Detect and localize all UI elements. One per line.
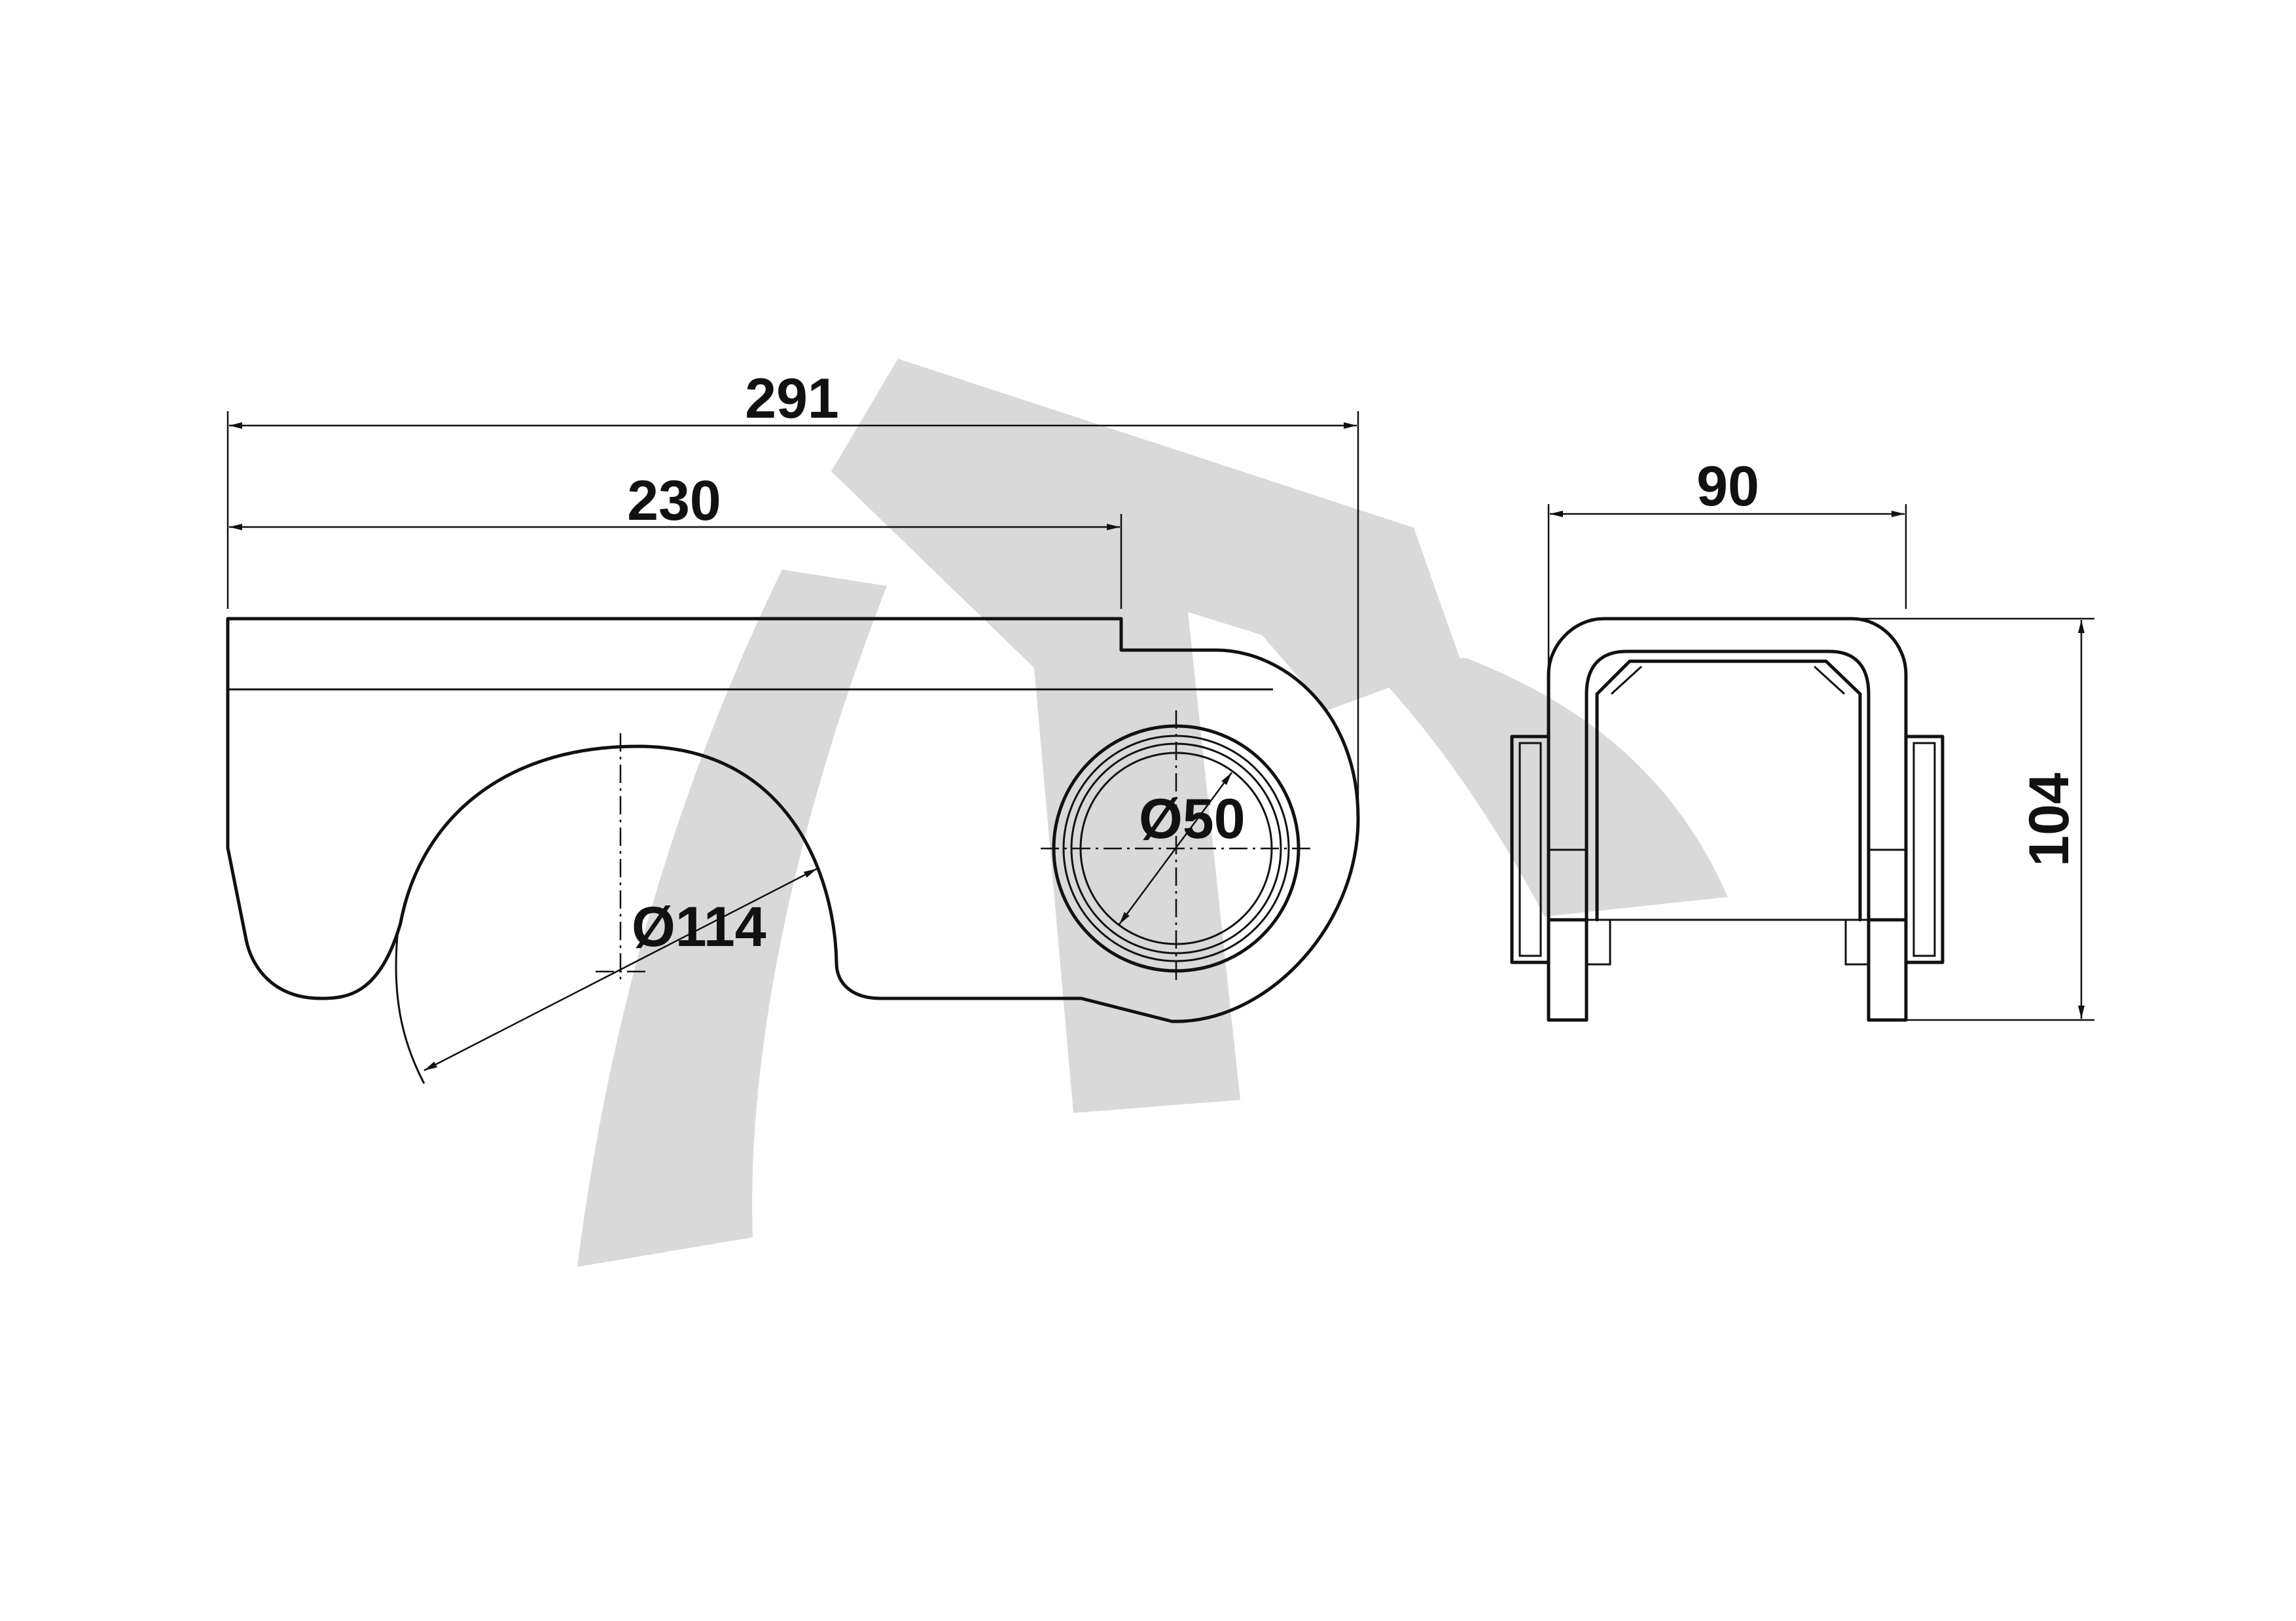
sleeve-inner-top xyxy=(1610,665,1643,695)
dim-114-label: Ø114 xyxy=(632,896,766,958)
left-bushing-inner xyxy=(1518,742,1542,957)
bracket-outline xyxy=(226,617,1360,1023)
front-dimensions: 291 230 Ø114 Ø50 xyxy=(226,367,1359,958)
right-bushing-inner xyxy=(1912,742,1936,957)
sleeve-inner-top-r xyxy=(1813,665,1846,695)
right-foot xyxy=(1867,918,1908,1022)
sleeve xyxy=(1595,659,1862,922)
side-dimensions: 90 104 xyxy=(1547,455,2094,1021)
u-inner xyxy=(1585,649,1871,1022)
large-bore-dim-line xyxy=(423,867,817,1072)
dim-104-label: 104 xyxy=(2018,773,2081,867)
left-foot xyxy=(1547,918,1588,1022)
watermark-stroke-top-bar xyxy=(831,359,1461,1113)
right-inner-foot xyxy=(1844,919,1870,966)
front-view xyxy=(226,617,1360,1084)
dim-230-label: 230 xyxy=(627,469,721,532)
small-bore-dim-line xyxy=(1118,772,1233,925)
large-bore-extension-arc xyxy=(395,929,425,1084)
dim-90-label: 90 xyxy=(1696,455,1759,518)
dim-50-label: Ø50 xyxy=(1139,788,1246,850)
side-view xyxy=(1510,617,1945,1022)
dim-291-label: 291 xyxy=(745,367,839,430)
right-bushing xyxy=(1904,735,1945,964)
u-outer xyxy=(1547,617,1908,1022)
left-inner-foot xyxy=(1585,919,1611,966)
